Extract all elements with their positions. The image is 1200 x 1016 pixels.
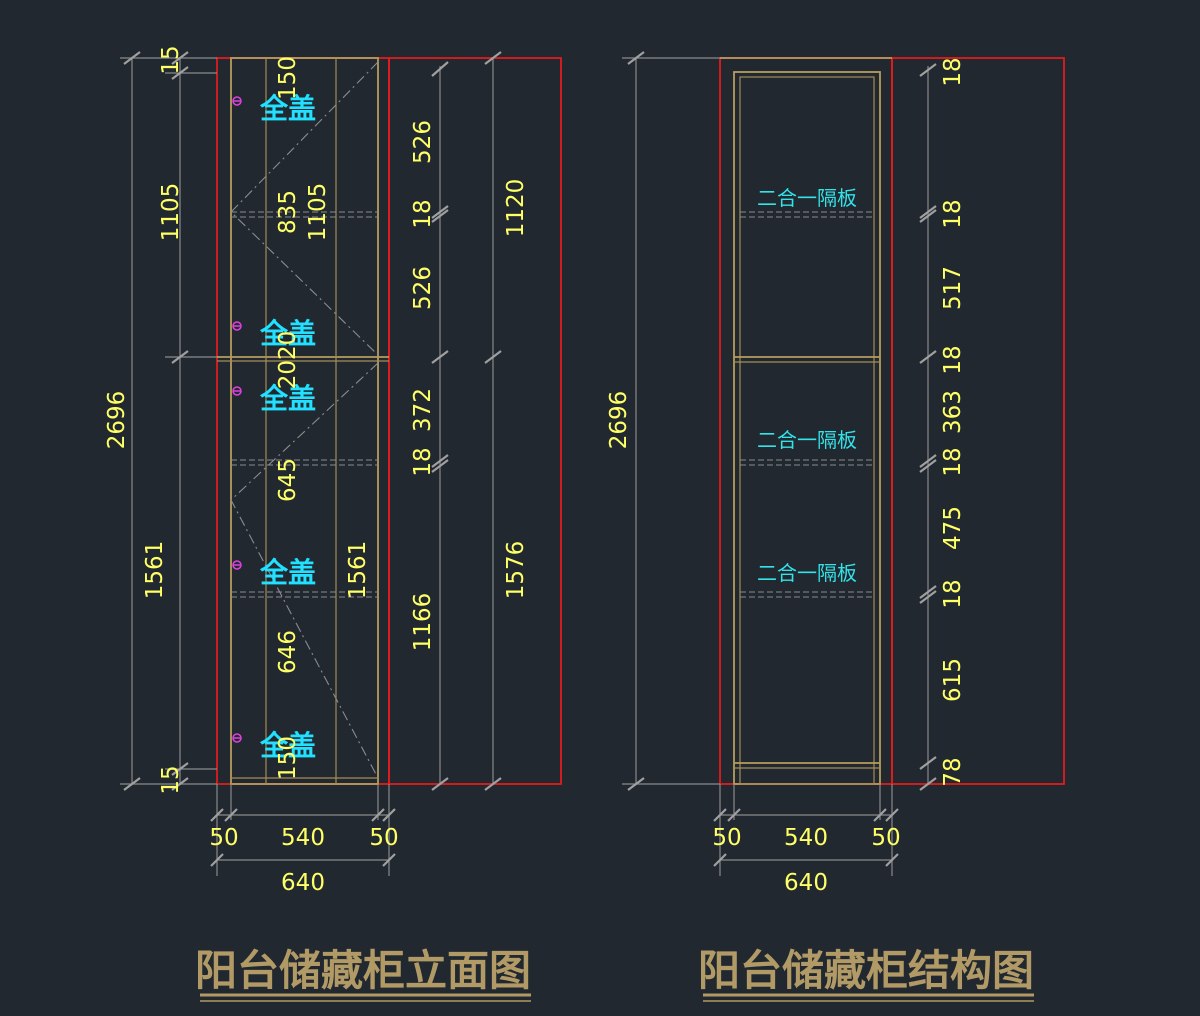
dim-18-s2: 18: [940, 199, 966, 228]
door-swing-line-1: [230, 61, 379, 356]
dim-50-right: 50: [369, 825, 398, 851]
dim-615: 615: [940, 658, 966, 702]
dim-150-top: 150: [275, 56, 301, 100]
dim-372: 372: [410, 388, 436, 432]
dim-50-right-s: 50: [871, 825, 900, 851]
shelf-label: 二合一隔板: [757, 186, 857, 210]
dim-1120: 1120: [503, 179, 529, 238]
dim-526-a: 526: [410, 120, 436, 164]
dim-1561: 1561: [142, 541, 168, 600]
elevation-title: 阳台储藏柜立面图: [195, 946, 531, 995]
dim-363: 363: [940, 390, 966, 434]
dim-18-s4: 18: [940, 447, 966, 476]
door-swing-line-2: [230, 362, 379, 779]
dim-18-s5: 18: [940, 579, 966, 608]
door-label: 全盖: [259, 729, 316, 762]
dim-50-left-s: 50: [712, 825, 741, 851]
door-label: 全盖: [259, 382, 316, 415]
structure-view: 二合一隔板 二合一隔板 二合一隔板 2696 18 18 517 18 363 …: [606, 51, 1065, 1002]
dim-18-a: 18: [410, 199, 436, 228]
dim-526-b: 526: [410, 266, 436, 310]
dim-78: 78: [940, 757, 966, 786]
hinge-icons: [232, 96, 242, 743]
door-label: 全盖: [259, 556, 316, 589]
elevation-view: 全盖 全盖 全盖 全盖 全盖 2696 15 1105 1561 15 150 …: [104, 45, 562, 1002]
dim-1166: 1166: [410, 593, 436, 652]
dim-540: 540: [281, 825, 325, 851]
shelf-label: 二合一隔板: [757, 561, 857, 585]
dim-475: 475: [940, 506, 966, 550]
dim-15-bottom: 15: [158, 765, 184, 794]
elevation-cabinet-frame: [230, 57, 379, 785]
dim-835: 835: [275, 190, 301, 234]
structure-frame-inner: [739, 76, 875, 785]
dim-2696: 2696: [104, 391, 130, 450]
dim-640-s: 640: [784, 870, 828, 896]
dim-18-s1: 18: [940, 57, 966, 86]
dim-2696-structure: 2696: [606, 391, 632, 450]
door-label: 全盖: [259, 92, 316, 125]
dim-1105-inner: 1105: [305, 183, 331, 242]
dim-18-s3: 18: [940, 345, 966, 374]
dim-1105: 1105: [158, 183, 184, 242]
dim-1576: 1576: [503, 541, 529, 600]
elevation-red-outline: [216, 57, 390, 785]
door-label: 全盖: [259, 317, 316, 350]
dim-540-s: 540: [784, 825, 828, 851]
dim-1561-inner: 1561: [345, 541, 371, 600]
dim-645: 645: [275, 458, 301, 502]
dim-50-left: 50: [209, 825, 238, 851]
dim-517: 517: [940, 266, 966, 310]
shelf-label: 二合一隔板: [757, 428, 857, 452]
dim-640: 640: [281, 870, 325, 896]
elevation-side-red-outline: [388, 57, 562, 785]
dim-2020: 2020: [275, 331, 301, 390]
structure-red-outline: [719, 57, 893, 785]
dim-646: 646: [275, 630, 301, 674]
structure-title: 阳台储藏柜结构图: [698, 946, 1034, 995]
dim-150-bottom: 150: [275, 736, 301, 780]
dim-15-top: 15: [158, 45, 184, 74]
structure-side-red-outline: [891, 57, 1065, 785]
dim-18-b: 18: [410, 447, 436, 476]
